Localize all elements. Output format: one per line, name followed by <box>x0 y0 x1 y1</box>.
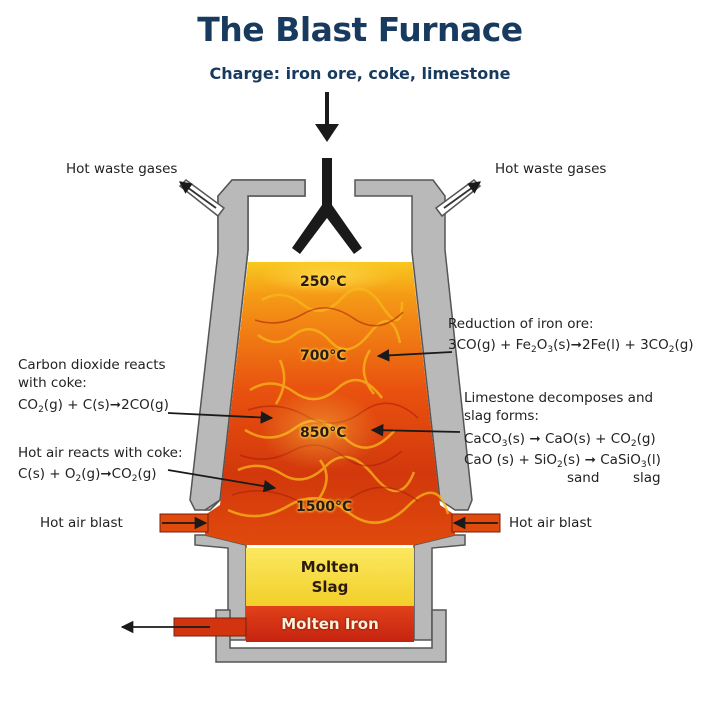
reduction-heading: Reduction of iron ore: <box>448 316 594 332</box>
temp-250: 250°C <box>300 274 347 290</box>
hot-air-coke-equation: C(s) + O2(g)➞CO2(g) <box>18 466 157 484</box>
temp-1500: 1500°C <box>296 499 353 515</box>
waste-gas-outlet-left <box>178 179 226 218</box>
co2-coke-arrow <box>167 411 274 424</box>
limestone-heading: Limestone decomposes and slag forms: <box>464 390 654 424</box>
limestone-equation-1: CaCO3(s) ➞ CaO(s) + CO2(g) <box>464 431 656 449</box>
furnace-fire <box>205 258 455 545</box>
yields-arrow-icon: ➞ <box>529 431 541 447</box>
hot-air-pipe-left <box>159 513 209 533</box>
hot-air-coke-heading: Hot air reacts with coke: <box>18 445 183 461</box>
hot-air-coke-arrow <box>167 469 277 493</box>
molten-iron-label: Molten Iron <box>281 615 379 633</box>
hot-air-pipe-right <box>451 513 501 533</box>
molten-slag-layer <box>246 548 414 606</box>
sand-label: sand <box>567 470 600 486</box>
iron-tap-pipe <box>120 617 247 637</box>
temp-850: 850°C <box>300 425 347 441</box>
reduction-arrow <box>376 349 453 362</box>
yields-arrow-icon: ➞ <box>109 397 122 413</box>
reduction-equation: 3CO(g) + Fe2O3(s)➞2Fe(l) + 3CO2(g) <box>448 337 694 355</box>
molten-slag-label: Molten Slag <box>246 557 414 597</box>
molten-iron-layer <box>246 606 414 642</box>
yields-arrow-icon: ➞ <box>570 337 582 353</box>
limestone-equation-2: CaO (s) + SiO2(s) ➞ CaSiO3(l) <box>464 452 661 470</box>
yields-arrow-icon: ➞ <box>584 452 596 468</box>
temp-700: 700°C <box>300 348 347 364</box>
waste-gas-label-right: Hot waste gases <box>495 161 607 177</box>
page-title: The Blast Furnace <box>197 10 523 49</box>
charge-bell <box>292 158 362 254</box>
slag-line-1: Molten <box>300 558 360 576</box>
yields-arrow-icon: ➞ <box>100 466 112 482</box>
hot-air-label-left: Hot air blast <box>40 515 123 531</box>
furnace-wall <box>189 179 473 663</box>
charge-arrow <box>315 92 339 142</box>
co2-coke-equation: CO2(g) + C(s)➞2CO(g) <box>18 397 169 415</box>
charge-label: Charge: iron ore, coke, limestone <box>209 64 511 83</box>
co2-coke-heading: Carbon dioxide reacts with coke: <box>18 357 166 391</box>
slag-line-2: Slag <box>311 578 349 596</box>
hot-air-label-right: Hot air blast <box>509 515 592 531</box>
limestone-arrow <box>370 423 461 437</box>
waste-gas-label-left: Hot waste gases <box>66 161 178 177</box>
slag-label: slag <box>633 470 661 486</box>
waste-gas-outlet-right <box>434 179 482 218</box>
